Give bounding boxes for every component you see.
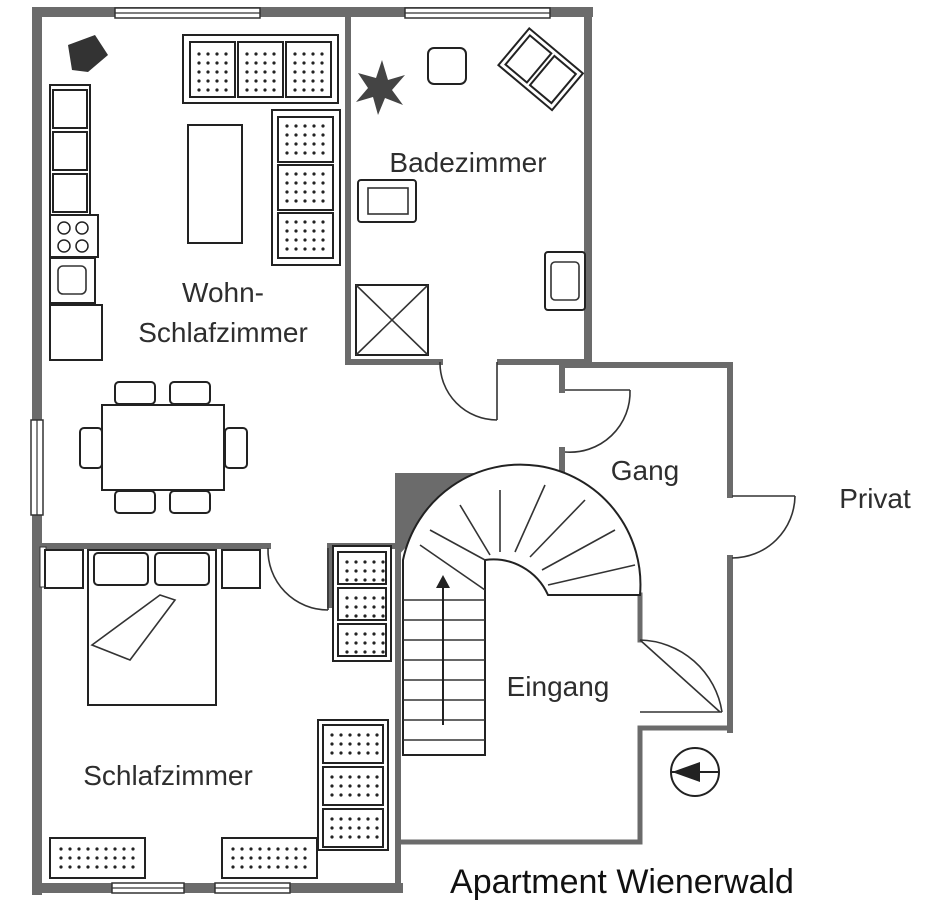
bedroom-furniture <box>44 545 392 879</box>
room-label-bathroom: Badezimmer <box>389 147 546 178</box>
room-label-bedroom: Schlafzimmer <box>83 760 253 791</box>
plan-title: Apartment Wienerwald <box>450 863 794 900</box>
room-label-hallway: Gang <box>611 455 680 486</box>
room-label-private: Privat <box>839 483 911 514</box>
doors <box>267 361 796 713</box>
compass-icon <box>670 747 720 797</box>
room-label-living-line1: Wohn- <box>182 277 264 308</box>
living-furniture <box>49 34 341 514</box>
cushion-dots <box>59 52 385 869</box>
room-label-entrance: Eingang <box>507 671 610 702</box>
room-label-living-line2: Schlafzimmer <box>138 317 308 348</box>
staircase <box>402 463 642 756</box>
bathroom-furniture <box>355 26 586 356</box>
